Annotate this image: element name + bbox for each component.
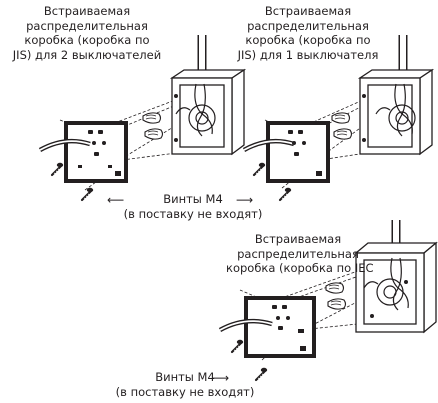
junction-box-2-switch [38, 35, 247, 202]
arrow-left-icon: ⟵ [107, 193, 125, 207]
wall-plate-iec [218, 296, 316, 358]
label-box-1-switch: Встраиваемая распределительная коробка (… [237, 4, 379, 62]
screw-icon [230, 338, 245, 354]
label-box-2-switch: Встраиваемая распределительная коробка (… [12, 4, 162, 62]
arrow-right-icon: ⟶ [212, 371, 230, 385]
arrow-right-icon: ⟶ [236, 193, 254, 207]
screw-icon [50, 161, 65, 177]
junction-box-1-switch [242, 35, 435, 202]
screw-icon [80, 186, 95, 202]
screw-icon [278, 186, 293, 202]
wall-plate-2-switch [38, 121, 128, 183]
screw-icon [252, 161, 267, 177]
label-box-iec: Встраиваемая распределительная коробка (… [226, 232, 374, 275]
label-screws-bottom: Винты М4 (в поставку не входят) [115, 370, 255, 399]
wall-plate-1-switch [242, 121, 330, 183]
junction-box-iec [218, 220, 438, 382]
label-screws-top: Винты М4 (в поставку не входят) [123, 192, 263, 221]
